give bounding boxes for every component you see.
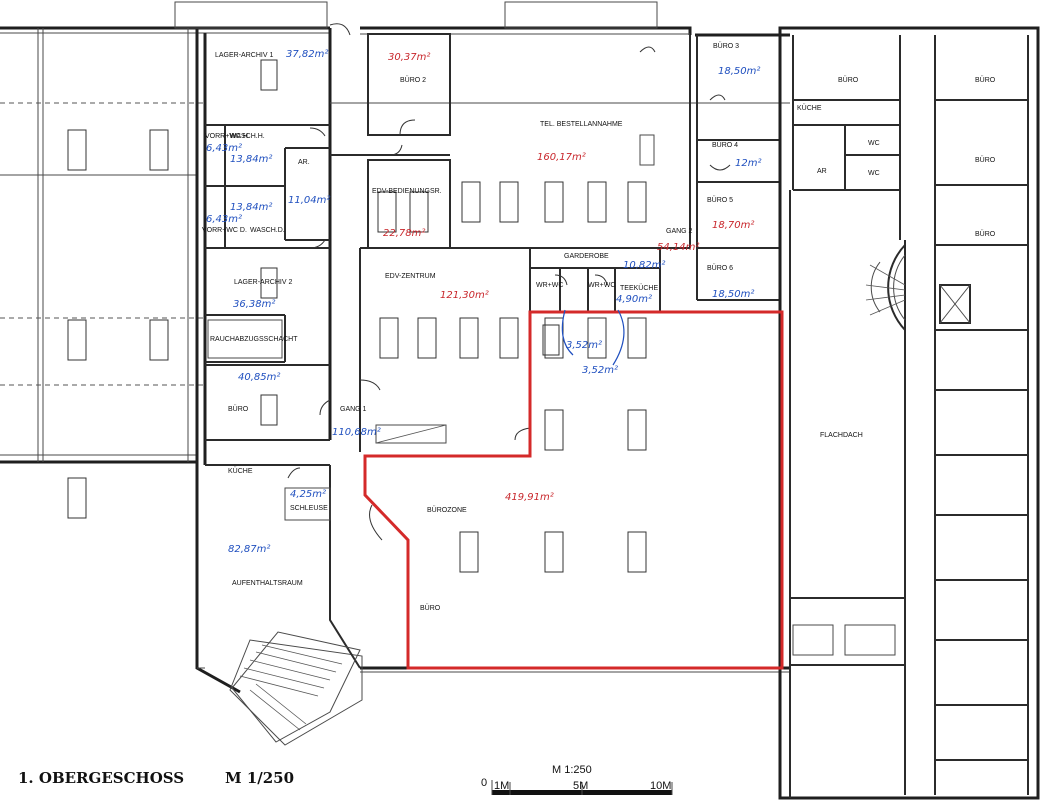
- room-name: LAGER-ARCHIV 1: [215, 52, 273, 59]
- room-area: 11,04m²: [288, 195, 330, 206]
- room-name: AR: [817, 168, 827, 175]
- room-name: BÜROZONE: [427, 506, 467, 514]
- room-area: 121,30m²: [440, 290, 489, 301]
- room-area: 18,70m²: [712, 220, 754, 231]
- room-name: BÜRO 5: [707, 196, 733, 204]
- room-name: WR+WC: [588, 282, 615, 289]
- right-wing-labels: BÜRO BÜRO BÜRO BÜRO KÜCHE WC WC AR: [797, 76, 996, 238]
- room-name: BÜRO 2: [400, 76, 426, 84]
- room-area: 160,17m²: [537, 152, 586, 163]
- room-area: 110,68m²: [332, 427, 381, 438]
- balcony-hatch: [174, 1, 658, 29]
- room-area: 13,84m²: [230, 154, 272, 165]
- room-name: SCHLEUSE: [290, 505, 328, 512]
- room-name: BÜRO 6: [707, 264, 733, 272]
- room-name: BÜRO: [420, 604, 441, 612]
- room-name: AUFENTHALTSRAUM: [232, 580, 303, 587]
- room-name: WASCH.H.: [230, 133, 265, 140]
- room-area: 22,78m²: [383, 228, 425, 239]
- room-area: 82,87m²: [228, 544, 270, 555]
- room-name: BÜRO: [228, 405, 249, 413]
- room-name: LAGER-ARCHIV 2: [234, 279, 292, 286]
- room-name: RAUCHABZUGSSCHACHT: [210, 336, 298, 343]
- room-area: 18,50m²: [712, 289, 754, 300]
- room-area: 18,50m²: [718, 66, 760, 77]
- room-area: 10,82m²: [623, 260, 665, 271]
- room-name: BÜRO: [838, 76, 859, 84]
- room-name: WASCH.D.: [250, 227, 285, 234]
- scale-tick: 1M: [494, 780, 509, 792]
- scale-tick: 5M: [573, 780, 588, 792]
- room-name: VORR+WC H.: [205, 133, 250, 140]
- room-area: 3,52m²: [582, 365, 618, 376]
- room-area: 37,82m²: [286, 49, 328, 60]
- room-name: KÜCHE: [797, 104, 822, 112]
- room-name: WC: [868, 170, 880, 177]
- scale-bar: M 1:250 0 1M 5M 10M: [481, 764, 673, 795]
- room-area: 40,85m²: [238, 372, 280, 383]
- room-name: GANG 2: [666, 228, 693, 235]
- wc-annotation-curve: [561, 309, 625, 366]
- room-name: GARDEROBE: [564, 253, 609, 260]
- plan-scale-text: M 1/250: [225, 769, 294, 787]
- stair-lower: [231, 631, 361, 743]
- room-name: FLACHDACH: [820, 432, 863, 439]
- left-rooms: [205, 124, 361, 743]
- room-name: TEL. BESTELLANNAHME: [540, 121, 623, 128]
- columns: [67, 59, 647, 573]
- room-area: 36,38m²: [233, 299, 275, 310]
- room-area: 4,25m²: [290, 489, 326, 500]
- room-name: KÜCHE: [228, 467, 253, 475]
- room-area: 6,43m²: [206, 214, 242, 225]
- room-name: EDV-BEDIENUNGSR.: [372, 188, 442, 195]
- doors: [287, 23, 731, 541]
- room-name: VORR+WC D.: [202, 227, 247, 234]
- buerozone-highlight[interactable]: [363, 310, 784, 670]
- scale-tick: 10M: [650, 780, 671, 792]
- room-name: GANG 1: [340, 406, 367, 413]
- plan-title: 1. OBERGESCHOSS: [18, 769, 184, 787]
- center-rooms: [330, 33, 780, 452]
- room-name: BÜRO: [975, 230, 996, 238]
- room-area: 12m²: [735, 158, 761, 169]
- room-name: WR+WC: [536, 282, 563, 289]
- room-name: AR.: [298, 159, 310, 166]
- room-name: EDV-ZENTRUM: [385, 273, 436, 280]
- scale-bar-label: M 1:250: [552, 764, 592, 776]
- room-name: BÜRO 4: [712, 141, 738, 149]
- room-area: 13,84m²: [230, 202, 272, 213]
- room-name: BÜRO 3: [713, 42, 739, 50]
- room-name: WC: [868, 140, 880, 147]
- room-area: 54,14m²: [657, 242, 699, 253]
- room-area: 3,52m²: [566, 340, 602, 351]
- room-area: 4,90m²: [616, 294, 652, 305]
- right-wing: [778, 26, 1040, 800]
- room-area: 6,43m²: [206, 143, 242, 154]
- room-labels: LAGER-ARCHIV 1 37,82m² 30,37m² BÜRO 2 BÜ…: [202, 42, 863, 612]
- room-name: BÜRO: [975, 76, 996, 84]
- room-area: 30,37m²: [388, 52, 430, 63]
- scale-tick: 0: [481, 777, 487, 789]
- room-name: TEEKÜCHE: [620, 284, 658, 292]
- room-name: BÜRO: [975, 156, 996, 164]
- room-area: 419,91m²: [505, 492, 554, 503]
